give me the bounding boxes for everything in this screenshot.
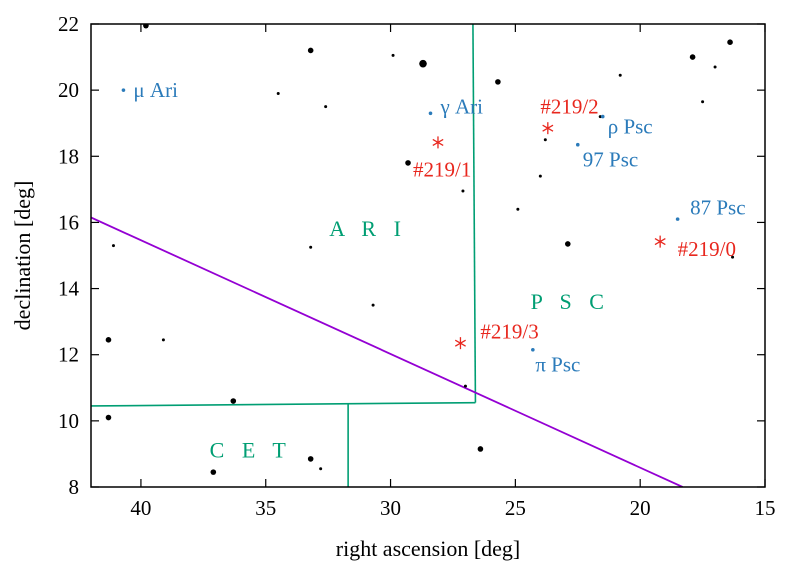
y-tick-label: 14: [58, 277, 80, 301]
y-tick-label: 18: [58, 144, 79, 168]
star-point: [713, 65, 717, 69]
star-point: [516, 207, 520, 211]
labeled-star-point: [428, 111, 433, 116]
event-marker-stroke: [654, 238, 666, 246]
constellation-label: P S C: [531, 289, 610, 314]
event-marker: [432, 136, 444, 149]
star-label: μ Ari: [133, 78, 178, 102]
star-point: [143, 24, 149, 29]
track-line: [91, 216, 683, 487]
constellation-label: C E T: [210, 438, 292, 463]
star-point: [564, 241, 571, 247]
star-point: [461, 189, 465, 193]
event-marker-stroke: [432, 138, 444, 146]
axis-ticks: 40 35 30 25 20 15 8 10 12 14 16 18 20 22: [58, 12, 776, 520]
star-point: [463, 384, 467, 388]
star-label: γ Ari: [439, 95, 483, 119]
star-point: [598, 115, 602, 119]
star-point: [543, 138, 547, 142]
star-point: [618, 73, 622, 77]
plot-frame: [90, 23, 766, 488]
y-tick-label: 8: [69, 475, 80, 499]
event-marker: [654, 235, 666, 248]
star-point: [405, 160, 411, 166]
constellation-label: A R I: [329, 216, 407, 241]
star-point: [391, 53, 395, 57]
star-label: π Psc: [535, 353, 580, 377]
star-point: [161, 338, 165, 342]
star-point: [371, 303, 375, 307]
star-point: [689, 54, 696, 60]
event-marker: [542, 122, 554, 135]
star-point: [105, 337, 112, 343]
event-label: #219/2: [540, 95, 598, 119]
star-point: [111, 244, 115, 248]
event-marker-stroke: [454, 339, 466, 347]
x-tick-label: 30: [380, 496, 401, 520]
event-label: #219/0: [678, 237, 736, 261]
x-tick-label: 35: [255, 496, 276, 520]
labeled-star-point: [121, 88, 126, 92]
star-point: [538, 174, 542, 178]
star-point: [477, 446, 484, 452]
star-label: 97 Psc: [583, 148, 638, 172]
labeled-star-point: [600, 114, 605, 119]
star-point: [731, 255, 735, 259]
labeled-star-point: [675, 217, 680, 221]
star-label: 87 Psc: [690, 196, 745, 220]
event-label: #219/3: [480, 320, 538, 344]
star-point: [230, 398, 237, 404]
star-point: [276, 91, 280, 95]
star-point: [210, 469, 217, 475]
x-axis-label: right ascension [deg]: [336, 536, 521, 561]
labeled-star-point: [531, 347, 535, 352]
star-point: [319, 467, 323, 471]
star-point: [307, 47, 314, 54]
x-tick-label: 20: [630, 496, 651, 520]
y-tick-label: 12: [58, 343, 79, 367]
star-label: ρ Psc: [608, 115, 653, 139]
y-tick-label: 16: [58, 210, 79, 234]
y-tick-label: 10: [58, 409, 79, 433]
boundary-line: [472, 24, 477, 403]
star-point: [419, 59, 427, 68]
y-tick-label: 20: [58, 78, 79, 102]
x-tick-label: 25: [505, 496, 526, 520]
y-axis-label: declination [deg]: [10, 181, 35, 331]
star-point: [727, 39, 733, 45]
labeled-star-point: [575, 142, 580, 147]
plot-marks: μ Ari γ Ari ρ Psc 97 Psc 87 Psc π Psc #219/0 #2…: [91, 24, 746, 487]
event-label: #219/1: [413, 158, 471, 182]
star-point: [701, 100, 705, 104]
y-tick-label: 22: [58, 12, 79, 36]
star-point: [309, 245, 313, 249]
x-tick-label: 15: [755, 496, 776, 520]
star-point: [324, 105, 328, 109]
boundary-line: [91, 401, 476, 407]
event-marker-stroke: [542, 124, 554, 132]
event-marker: [454, 337, 466, 350]
x-tick-label: 40: [130, 496, 151, 520]
star-point: [495, 79, 501, 85]
star-point: [307, 456, 314, 462]
star-point: [105, 414, 112, 421]
